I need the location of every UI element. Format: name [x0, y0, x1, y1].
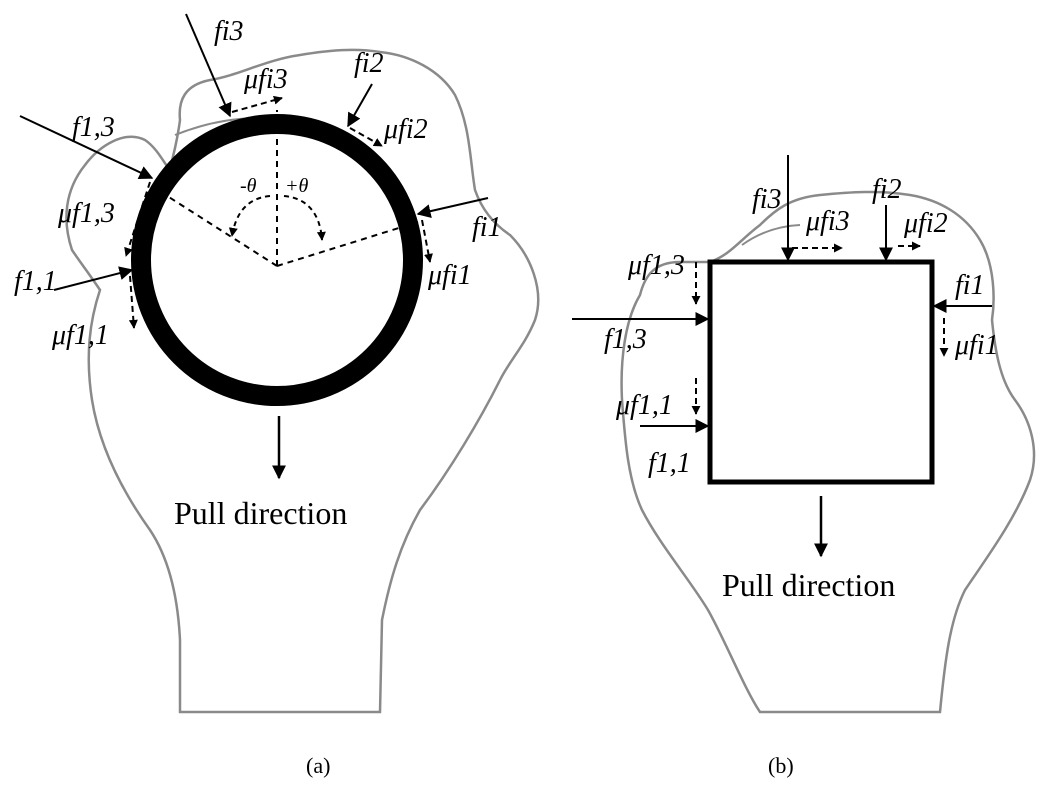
radius-left [149, 184, 278, 267]
pull-direction-label-b: Pull direction [722, 567, 895, 603]
angle-arc-pos [283, 195, 326, 241]
fi3-force-arrow [185, 13, 232, 118]
fi3-label: fi3 [214, 16, 244, 47]
panel-a: -θ +θ fi3 μfi3 fi2 μfi2 f1,3 μf1,3 f1,1 … [14, 13, 540, 778]
f11-label: f1,1 [14, 266, 57, 297]
angle-arc-neg [228, 195, 271, 237]
square-object [707, 259, 935, 485]
caption-a: (a) [306, 753, 330, 778]
mu-f11-arrow [128, 275, 138, 329]
mu-fi3-label-b: μfi3 [805, 206, 850, 237]
cylinder-object [131, 114, 423, 406]
hand-outline-a [65, 48, 540, 714]
mu-fi1-label-b: μfi1 [954, 330, 999, 361]
mu-fi1-arrow [421, 219, 433, 263]
fi1-force-arrow [416, 197, 489, 219]
mu-fi3-arrow [231, 95, 283, 113]
angle-neg-label: -θ [240, 175, 257, 197]
hand-outline-b [620, 190, 1036, 714]
fi2-force-arrow [347, 83, 373, 128]
mu-fi2-arrow [349, 127, 383, 147]
f13-label: f1,3 [72, 112, 115, 143]
mu-f13-label-b: μf1,3 [627, 250, 685, 281]
panel-b: fi3 μfi3 fi2 μfi2 μf1,3 f1,3 μf1,1 f1,1 … [572, 155, 1036, 778]
pull-direction-label-a: Pull direction [174, 495, 347, 531]
mu-f13-label: μf1,3 [57, 198, 115, 229]
mu-f11-label: μf1,1 [51, 320, 109, 351]
caption-b: (b) [768, 753, 794, 778]
fi1-label: fi1 [472, 212, 502, 243]
f13-label-b: f1,3 [604, 324, 647, 355]
mu-f13-arrow [124, 181, 151, 257]
finger-line-b [741, 224, 801, 246]
angle-pos-label: +θ [285, 175, 308, 197]
mu-fi3-label: μfi3 [243, 64, 288, 95]
radius-right [276, 221, 419, 267]
fi1-label-b: fi1 [955, 270, 985, 301]
mu-fi2-label-b: μfi2 [903, 208, 948, 239]
f11-force-arrow [53, 266, 134, 291]
fi2-label-b: fi2 [872, 174, 902, 205]
fi3-label-b: fi3 [752, 184, 782, 215]
f11-label-b: f1,1 [648, 448, 691, 479]
mu-f11-label-b: μf1,1 [615, 390, 673, 421]
mu-fi1-label: μfi1 [427, 260, 472, 291]
fi2-label: fi2 [354, 48, 384, 79]
f13-force-arrow [19, 115, 154, 179]
mu-fi2-label: μfi2 [383, 114, 428, 145]
